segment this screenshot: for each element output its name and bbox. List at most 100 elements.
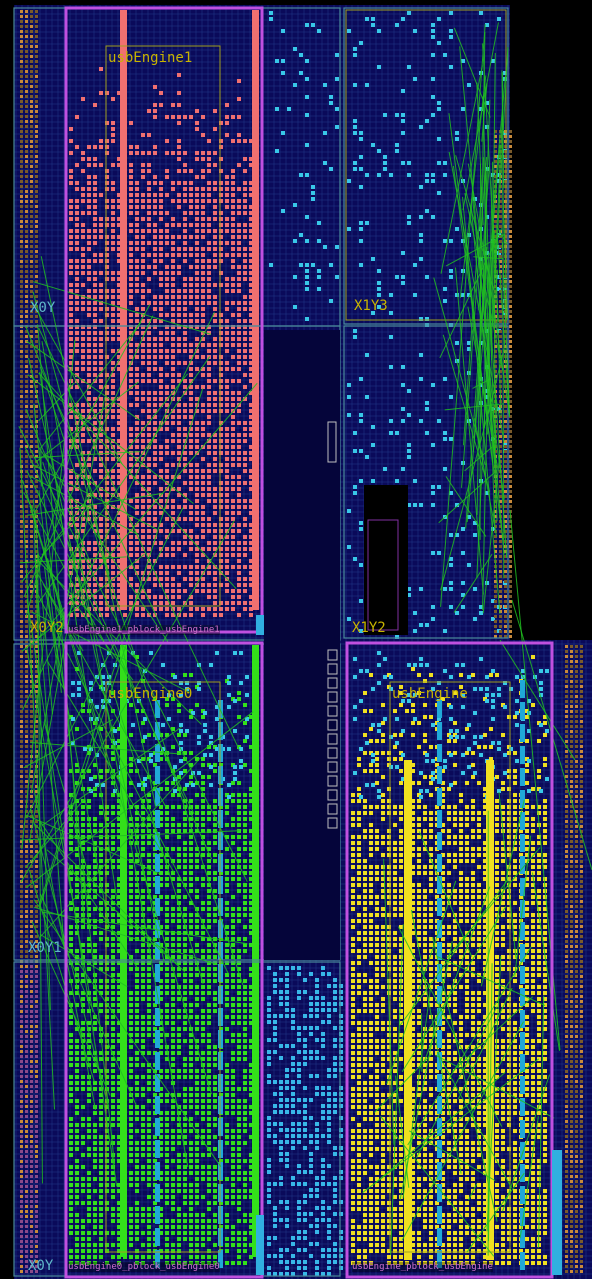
bram-column-3-812 [520,812,525,830]
bram-column-0-1118 [155,1118,160,1136]
bram-column-3-746 [520,746,525,764]
cyan-cells-usbengine-top [353,651,549,799]
bram-column-2-1030 [437,1030,442,1048]
bram-column-2-854 [437,854,442,872]
bram-column-0-1228 [155,1228,160,1246]
bram-column-2-766 [437,766,442,784]
pblock-outline-x1y3 [345,9,507,321]
bram-column-1-1250 [218,1250,223,1268]
bram-column-3-768 [520,768,525,786]
pblock-handle-usbengine [552,1150,562,1275]
bram-column-2-1228 [437,1228,442,1246]
bram-column-3-834 [520,834,525,852]
site-marker-776 [327,775,338,787]
bram-column-0-1250 [155,1250,160,1268]
bram-column-3-1076 [520,1076,525,1094]
site-marker-664 [327,663,338,675]
bram-column-3-790 [520,790,525,808]
bram-column-2-1074 [437,1074,442,1092]
bram-column-0-1206 [155,1206,160,1224]
bram-column-0-700 [155,700,160,718]
bram-column-2-1118 [437,1118,442,1136]
hard-macro-block [364,485,408,635]
bram-column-0-1184 [155,1184,160,1202]
io-column-right-lower [565,645,583,1273]
bram-column-3-1164 [520,1164,525,1182]
bram-column-0-1052 [155,1052,160,1070]
scattered-cells-x1y3-left [269,11,339,321]
bram-column-3-1098 [520,1098,525,1116]
bram-column-3-1252 [520,1252,525,1270]
bram-column-3-1230 [520,1230,525,1248]
bram-column-3-988 [520,988,525,1006]
bram-column-0-788 [155,788,160,806]
bram-column-3-944 [520,944,525,962]
bram-column-0-1074 [155,1074,160,1092]
column-band-engine1-a [120,10,127,610]
bram-column-3-966 [520,966,525,984]
hard-macro-inner [367,519,399,631]
bram-column-3-922 [520,922,525,940]
bram-column-2-1184 [437,1184,442,1202]
bram-column-0-832 [155,832,160,850]
pblock-handle-usbengine0 [256,1215,264,1275]
site-marker-748 [327,747,338,759]
bram-column-0-1030 [155,1030,160,1048]
pblock-inner-usbengine1 [105,45,221,607]
bram-column-2-964 [437,964,442,982]
bram-column-0-1162 [155,1162,160,1180]
bram-column-3-1208 [520,1208,525,1226]
bram-column-2-810 [437,810,442,828]
bram-column-2-744 [437,744,442,762]
bram-column-2-898 [437,898,442,916]
bram-column-2-722 [437,722,442,740]
pblock-handle-usbengine1 [256,615,264,635]
bram-column-0-920 [155,920,160,938]
column-band-engine0-b [252,645,259,1257]
bram-cells-bottom-middle [267,966,343,1276]
bram-column-3-1032 [520,1032,525,1050]
column-band-engine1-b [252,10,259,610]
column-band-engine0-a [120,645,127,1257]
site-marker-734 [327,733,338,745]
bram-column-3-856 [520,856,525,874]
pblock-inner-usbengine [389,681,511,1253]
routing-nets [18,22,592,1257]
bram-column-3-1010 [520,1010,525,1028]
bram-column-3-1054 [520,1054,525,1072]
bram-column-0-744 [155,744,160,762]
site-marker-720 [327,719,338,731]
bram-column-0-854 [155,854,160,872]
column-band-engine-b [486,760,494,1260]
io-column-left-lower [20,960,38,1273]
bram-column-2-788 [437,788,442,806]
bram-column-3-1186 [520,1186,525,1204]
bram-column-2-986 [437,986,442,1004]
bram-column-2-832 [437,832,442,850]
hard-macro-void [264,330,340,960]
cells-usbengine0 [69,655,253,1265]
column-band-engine-a [404,760,412,1260]
site-marker-790 [327,789,338,801]
pblock-border-usbengine [345,641,554,1279]
bram-column-2-942 [437,942,442,960]
pblock-inner-usbengine0 [105,681,221,1253]
bram-column-3-1142 [520,1142,525,1160]
site-marker-692 [327,691,338,703]
bram-column-2-876 [437,876,442,894]
site-marker-706 [327,705,338,717]
bram-column-0-722 [155,722,160,740]
bram-column-3-702 [520,702,525,720]
clock-region-border-3 [343,325,509,639]
bram-column-0-1096 [155,1096,160,1114]
bram-column-0-810 [155,810,160,828]
bram-column-3-1120 [520,1120,525,1138]
bram-column-2-700 [437,700,442,718]
site-marker-678 [327,677,338,689]
pblock-border-usbengine1 [64,6,264,634]
bram-column-2-1140 [437,1140,442,1158]
bram-column-2-1206 [437,1206,442,1224]
clock-region-border-1 [343,7,509,325]
